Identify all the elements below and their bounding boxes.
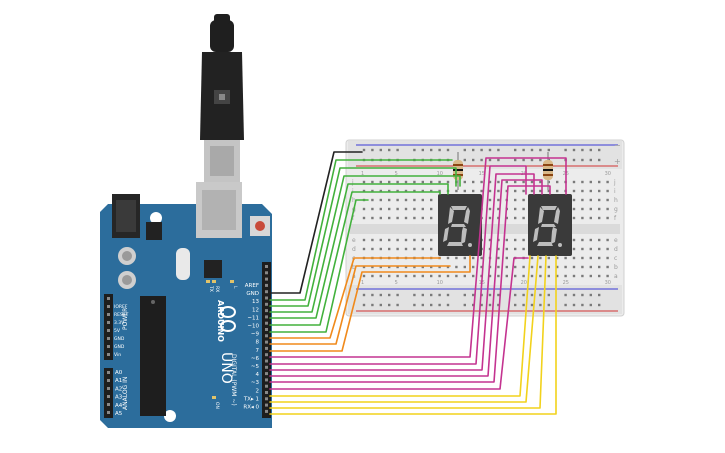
row-letter: b [352, 264, 356, 271]
analog-pin-label: A3 [115, 395, 123, 401]
column-number: 10 [437, 280, 443, 286]
wire-orange[interactable] [269, 265, 451, 345]
led-label: ON [214, 402, 220, 409]
rail-minus-sign: − [614, 141, 621, 150]
column-number: 5 [395, 171, 398, 177]
power-pin-label: GND [114, 344, 125, 350]
digital-pin-label: 7 [256, 348, 260, 354]
digital-pin-label: 8 [256, 340, 260, 346]
row-letter: f [614, 215, 617, 222]
wire-orange[interactable] [269, 255, 471, 352]
wire-green[interactable] [269, 167, 457, 307]
wire-yellow[interactable] [269, 255, 531, 397]
column-number: 25 [563, 280, 569, 286]
column-number: 20 [521, 280, 527, 286]
wire-green[interactable] [269, 191, 441, 326]
digital-pin-label: ~11 [247, 315, 259, 321]
power-pin-label: Vin [114, 352, 121, 358]
column-number: 30 [605, 280, 611, 286]
power-header-label: POWER [122, 308, 129, 330]
rail-plus-sign: + [614, 157, 621, 166]
row-letter: e [614, 237, 618, 244]
column-number: 10 [437, 171, 443, 177]
row-letter: e [352, 237, 356, 244]
row-letter: h [352, 197, 356, 204]
led-label: L [232, 286, 238, 289]
digital-pin-label: AREF [245, 283, 259, 289]
row-letter: j [351, 179, 354, 186]
row-letter: f [352, 215, 355, 222]
power-pin-label: GND [114, 336, 125, 342]
arduino-uno-board[interactable]: ARDUINO UNO DIGITAL (PWM ~) POWER ANALOG… [100, 182, 272, 428]
wire-green[interactable] [269, 199, 369, 333]
wire-magenta[interactable] [269, 179, 543, 377]
wire-magenta[interactable] [269, 165, 527, 365]
row-letter: c [614, 255, 617, 262]
arduino-logo-icon [220, 306, 236, 332]
digital-pin-label: 4 [256, 372, 260, 378]
digital-pin-label: RX◂ 0 [243, 405, 259, 411]
power-pin-label: IOREF [114, 304, 128, 310]
analog-pin-label: A0 [115, 370, 123, 376]
digital-header-label: DIGITAL (PWM ~) [230, 354, 237, 406]
digital-pin-label: TX▸ 1 [243, 396, 259, 402]
digital-pin-label: ~3 [251, 380, 260, 386]
wire-magenta[interactable] [269, 257, 529, 390]
wire-magenta[interactable] [269, 185, 551, 383]
power-pin-label: 3.3V [114, 320, 125, 326]
digital-pin-label: ~10 [247, 324, 259, 330]
wires [269, 151, 567, 415]
wire-green[interactable] [269, 183, 449, 319]
digital-pin-label: 12 [252, 307, 259, 313]
column-number: 1 [361, 171, 364, 177]
board-model: UNO [218, 352, 234, 384]
wire-green[interactable] [269, 159, 453, 301]
row-letter: h [614, 197, 618, 204]
column-number: 1 [361, 280, 364, 286]
wire-yellow[interactable] [269, 255, 557, 415]
row-letter: d [614, 246, 618, 253]
column-number: 5 [395, 280, 398, 286]
wire-orange[interactable] [269, 257, 441, 339]
row-letter: d [352, 246, 356, 253]
wire-gnd[interactable] [269, 151, 363, 294]
usb-cable-icon[interactable] [200, 14, 244, 182]
wire-yellow[interactable] [269, 255, 539, 403]
analog-header-label: ANALOG IN [122, 377, 129, 410]
analog-pin-label: A1 [115, 378, 122, 384]
seven-segment-display-icon[interactable] [438, 194, 482, 256]
led-label: TX [208, 285, 214, 292]
digital-pin-label: 13 [252, 299, 259, 305]
column-number: 15 [479, 171, 485, 177]
digital-pin-label: 2 [256, 388, 260, 394]
wire-yellow[interactable] [269, 255, 547, 409]
column-number: 30 [605, 171, 611, 177]
power-pin-label: 5V [114, 328, 121, 334]
power-pin-label: RESET [114, 312, 129, 318]
board-brand: ARDUINO [216, 300, 225, 342]
analog-pin-label: A4 [115, 403, 123, 409]
resistor-icon[interactable] [543, 152, 553, 190]
analog-pin-label: A5 [115, 411, 123, 417]
wire-green[interactable] [269, 175, 461, 313]
digital-pin-label: ~5 [251, 364, 260, 370]
digital-pin-label: ~6 [251, 356, 260, 362]
seven-segment-display-icon[interactable] [528, 194, 572, 256]
led-label: RX [214, 286, 220, 292]
analog-pin-label: A2 [115, 386, 122, 392]
row-letter: g [614, 206, 618, 213]
digital-pin-label: ~9 [251, 332, 260, 338]
wire-magenta[interactable] [269, 157, 567, 358]
digital-pin-label: GND [246, 291, 259, 297]
row-letter: j [613, 179, 616, 186]
row-letter: b [614, 264, 618, 271]
row-letter: i [614, 188, 616, 195]
row-letter: a [614, 273, 618, 280]
